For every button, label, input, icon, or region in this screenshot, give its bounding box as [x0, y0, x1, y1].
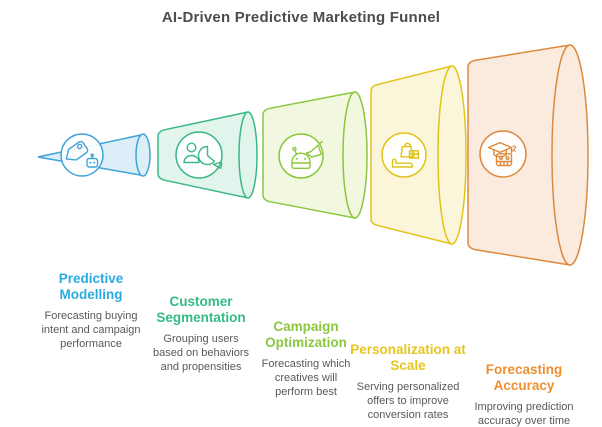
- segment-cap: [437, 65, 467, 245]
- funnel-segment-personalization-at-scale: [370, 65, 467, 245]
- stage-title: Campaign Optimization: [265, 319, 347, 351]
- stage-title: Customer Segmentation: [156, 294, 246, 326]
- stage-label-customer-segmentation: Customer Segmentation Grouping users bas…: [138, 294, 264, 375]
- hand-gift-bag-icon: [391, 142, 420, 168]
- icon-circle: [381, 132, 427, 178]
- stage-label-forecasting-accuracy: Forecasting Accuracy Improving predictio…: [458, 362, 590, 427]
- icon-badge: 2: [512, 145, 517, 154]
- stage-description: Forecasting which creatives will perform…: [261, 358, 351, 399]
- stage-title: Personalization at Scale: [350, 342, 466, 374]
- stage-title: Predictive Modelling: [58, 271, 124, 303]
- stage-label-personalization-at-scale: Personalization at Scale Serving persona…: [346, 342, 470, 423]
- user-pie-chart-icon: [183, 142, 223, 169]
- funnel-segment-forecasting-accuracy: 2: [467, 44, 589, 266]
- stage-label-predictive-modelling: Predictive Modelling Forecasting buying …: [26, 271, 156, 352]
- segment-cap: [135, 133, 151, 177]
- graduation-cap-robot-icon: 2: [487, 142, 517, 167]
- stage-title: Forecasting Accuracy: [485, 362, 563, 394]
- stage-description: Forecasting buying intent and campaign p…: [41, 310, 141, 351]
- stage-description: Serving personalized offers to improve c…: [356, 381, 460, 422]
- page-title: AI-Driven Predictive Marketing Funnel: [161, 9, 441, 26]
- stage-description: Improving prediction accuracy over time: [474, 401, 574, 427]
- funnel-segment-predictive-modelling: [37, 133, 151, 177]
- stage-label-campaign-optimization: Campaign Optimization Forecasting which …: [246, 319, 366, 400]
- price-tag-robot-icon: [65, 140, 99, 168]
- stage-description: Grouping users based on behaviors and pr…: [152, 333, 249, 374]
- segment-cap: [551, 44, 589, 266]
- segment-cap: [342, 91, 368, 219]
- segment-cap: [238, 111, 258, 199]
- funnel-segment-campaign-optimization: [262, 91, 368, 219]
- robot-megaphone-icon: [291, 140, 323, 169]
- funnel-segment-customer-segmentation: [157, 111, 258, 199]
- icon-circle: [278, 133, 324, 179]
